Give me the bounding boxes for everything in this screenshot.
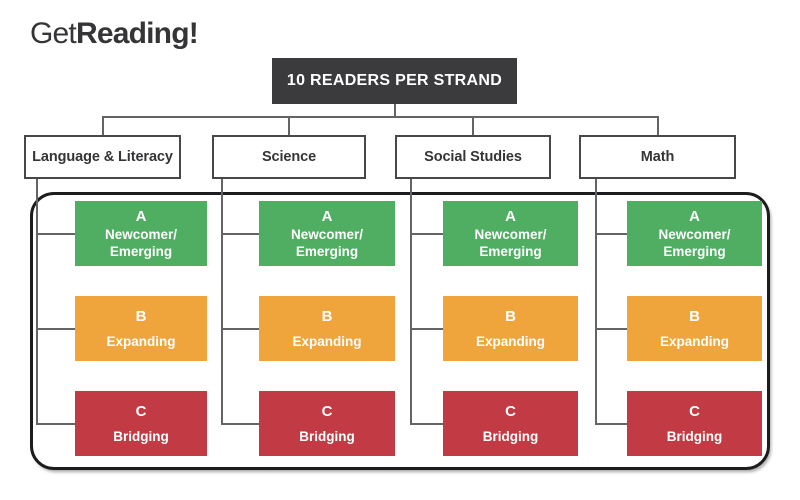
strand-box-science: Science xyxy=(212,135,366,179)
spine-line xyxy=(36,179,38,425)
drop-line xyxy=(101,116,104,135)
level-name-line: Newcomer/ xyxy=(104,226,178,242)
levels-container xyxy=(30,192,770,470)
drop-line xyxy=(656,116,659,135)
level-letter: C xyxy=(505,402,516,420)
strand-label: Language & Literacy xyxy=(32,149,173,165)
level-name-line: Bridging xyxy=(299,428,355,444)
strand-label: Math xyxy=(640,149,675,165)
level-letter: A xyxy=(505,207,516,225)
level-letter: C xyxy=(689,402,700,420)
stub-line xyxy=(595,232,627,235)
strand-box-language-literacy: Language & Literacy xyxy=(24,135,181,179)
spine-line xyxy=(221,179,223,425)
strand-label: Social Studies xyxy=(424,149,522,165)
level-letter: B xyxy=(689,307,700,325)
stub-line xyxy=(221,232,259,235)
trunk-line xyxy=(393,104,396,118)
stub-line xyxy=(595,327,627,330)
level-box-c-math: C Bridging xyxy=(627,391,762,456)
level-letter: A xyxy=(321,207,333,225)
level-name-line: Emerging xyxy=(295,243,359,259)
stub-line xyxy=(595,422,627,425)
level-name-line: Expanding xyxy=(659,333,729,349)
drop-line xyxy=(472,116,474,135)
level-name-line: Emerging xyxy=(479,243,542,259)
level-box-b-math: B Expanding xyxy=(627,296,762,361)
level-name-line: Expanding xyxy=(475,333,545,349)
strand-label: Science xyxy=(261,149,317,165)
level-name-line: Emerging xyxy=(109,243,173,259)
spine-line xyxy=(595,179,597,425)
logo: GetReading! xyxy=(30,17,199,51)
level-box-b-social-studies: B Expanding xyxy=(443,296,578,361)
level-box-c-science: C Bridging xyxy=(259,391,395,456)
level-letter: B xyxy=(321,307,333,325)
level-name-line: Expanding xyxy=(106,333,176,349)
level-name-line: Bridging xyxy=(113,428,169,444)
bus-line xyxy=(102,116,658,118)
spine-line xyxy=(410,179,412,425)
stub-line xyxy=(221,327,259,330)
level-name-line: Expanding xyxy=(292,333,362,349)
level-name-line: Bridging xyxy=(666,428,723,444)
stub-line xyxy=(36,422,75,425)
level-box-c-language-literacy: C Bridging xyxy=(75,391,207,456)
logo-text-get: Get xyxy=(30,17,77,50)
stub-line xyxy=(410,422,443,425)
level-box-c-social-studies: C Bridging xyxy=(443,391,578,456)
stub-line xyxy=(36,327,75,330)
logo-text-reading: Reading! xyxy=(75,17,199,50)
level-name-line: Emerging xyxy=(663,243,726,259)
stub-line xyxy=(36,232,75,235)
stub-line xyxy=(410,327,443,330)
strand-box-social-studies: Social Studies xyxy=(395,135,551,179)
level-box-b-science: B Expanding xyxy=(259,296,395,361)
header-title: 10 READERS PER STRAND xyxy=(286,72,503,89)
stub-line xyxy=(221,422,259,425)
level-letter: A xyxy=(689,207,700,225)
level-name-line: Newcomer/ xyxy=(290,226,364,242)
strand-box-math: Math xyxy=(579,135,736,179)
level-letter: C xyxy=(135,402,147,420)
level-box-b-language-literacy: B Expanding xyxy=(75,296,207,361)
level-name-line: Bridging xyxy=(482,428,539,444)
level-letter: C xyxy=(321,402,333,420)
level-name-line: Newcomer/ xyxy=(658,226,731,242)
level-letter: B xyxy=(135,307,147,325)
header-box: 10 READERS PER STRAND xyxy=(272,58,517,104)
level-letter: A xyxy=(135,207,147,225)
stub-line xyxy=(410,232,443,235)
level-name-line: Newcomer/ xyxy=(474,226,547,242)
drop-line xyxy=(288,116,290,135)
level-letter: B xyxy=(505,307,516,325)
